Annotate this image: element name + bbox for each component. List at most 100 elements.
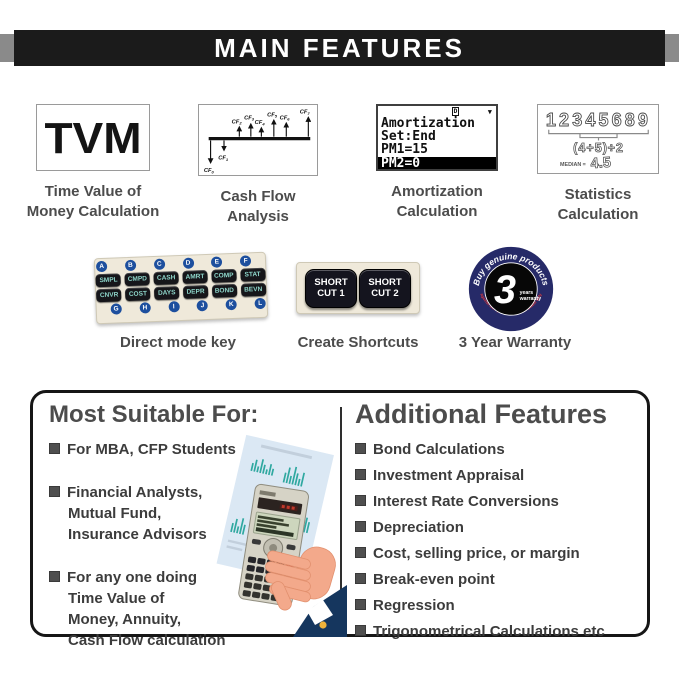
mode-key-cnvr: CNVR — [96, 288, 122, 303]
most-suitable-heading: Most Suitable For: — [49, 401, 259, 428]
list-item: Bond Calculations — [355, 439, 643, 460]
list-item: For any one doing — [49, 567, 339, 588]
bullet-square-icon — [355, 443, 366, 454]
warranty-sub1: years — [520, 290, 534, 296]
feature-cashflow: CF0 CF1 CF2 CF3 CF4 CF5 CF6 CF7 Cash Flo… — [173, 104, 343, 227]
label-3-year-warranty: 3 Year Warranty — [458, 334, 572, 351]
mode-key-smpl: SMPL — [95, 273, 122, 288]
warranty-number: 3 — [494, 268, 516, 312]
lcd-line-highlighted: PM2=0 — [378, 157, 496, 169]
bullet-square-icon — [355, 625, 366, 636]
key-letter-badge: A — [95, 260, 108, 273]
lcd-line: Amortization — [381, 116, 475, 131]
page-title: MAIN FEATURES — [214, 32, 465, 63]
list-item: Cost, selling price, or margin — [355, 543, 643, 564]
key-letter-badge: L — [254, 297, 266, 310]
key-letter-badge: I — [168, 301, 180, 313]
amortization-lcd-screen: D ▼ Amortization Set:End PM1=15 PM2=0 — [376, 104, 498, 171]
direct-mode-keypad: A SMPL CNVR G B CMPD COST H C CASH DAYS … — [93, 251, 269, 325]
svg-text:CF5: CF5 — [267, 112, 278, 118]
bullet-square-icon — [355, 521, 366, 532]
additional-features-heading: Additional Features — [355, 399, 608, 429]
statistics-diagram-icon: 12345689 (4+5)÷2 MEDIAN = 4.5 — [545, 109, 650, 172]
cashflow-box: CF0 CF1 CF2 CF3 CF4 CF5 CF6 CF7 — [198, 104, 318, 176]
mode-key-amrt: AMRT — [182, 269, 208, 284]
bullet-square-icon — [355, 547, 366, 558]
key-letter-badge: J — [196, 299, 209, 312]
hand — [265, 546, 347, 637]
bullet-square-icon — [49, 443, 60, 454]
lcd-line: PM1=15 — [381, 142, 428, 157]
header-right-cap — [665, 34, 679, 62]
calculator-in-hand-illustration — [216, 434, 347, 637]
statistics-box: 12345689 (4+5)÷2 MEDIAN = 4.5 — [537, 104, 659, 174]
mode-key-bond: BOND — [211, 283, 238, 298]
key-letter-badge: C — [153, 258, 165, 271]
warranty-badge: Buy genuine products against GST paid bi… — [468, 246, 554, 332]
key-letter-badge: E — [211, 256, 223, 268]
list-item: For MBA, CFP Students — [49, 439, 339, 460]
key-letter-badge: D — [182, 257, 194, 269]
list-item: Investment Appraisal — [355, 465, 643, 486]
feature-amortization: D ▼ Amortization Set:End PM1=15 PM2=0 Am… — [352, 104, 522, 222]
list-item: Interest Rate Conversions — [355, 491, 643, 512]
list-item: Financial Analysts, — [49, 482, 339, 503]
mode-key-stat: STAT — [239, 267, 266, 282]
list-item: Depreciation — [355, 517, 643, 538]
svg-text:12345689: 12345689 — [545, 109, 650, 129]
bullet-square-icon — [49, 486, 60, 497]
mode-key-depr: DEPR — [182, 284, 209, 299]
svg-text:CF6: CF6 — [279, 115, 290, 121]
key-letter-badge: G — [110, 303, 122, 315]
header-bar: MAIN FEATURES — [14, 30, 665, 66]
bullet-square-icon — [355, 573, 366, 584]
bullet-square-icon — [355, 469, 366, 480]
key-letter-badge: H — [139, 302, 151, 314]
svg-text:CF4: CF4 — [254, 120, 265, 126]
key-letter-badge: F — [239, 255, 252, 267]
cufflink-button — [319, 621, 327, 629]
list-item: Break-even point — [355, 569, 643, 590]
mode-key-bevn: BEVN — [240, 282, 266, 297]
bullet-square-icon — [355, 495, 366, 506]
svg-text:CF1: CF1 — [218, 155, 229, 161]
svg-text:4.5: 4.5 — [590, 154, 611, 171]
list-item: Regression — [355, 595, 643, 616]
header-left-cap — [0, 34, 14, 62]
label-direct-mode-key: Direct mode key — [120, 334, 236, 351]
lcd-degree-indicator: D — [451, 107, 460, 116]
most-suitable-section: Most Suitable For: For MBA, CFP Students… — [49, 401, 339, 651]
bullet-square-icon — [49, 571, 60, 582]
column-divider — [340, 407, 342, 620]
mode-key-days: DAYS — [154, 286, 180, 301]
list-item: Trigonometrical Calculations etc — [355, 621, 643, 642]
tvm-text: TVM — [44, 112, 142, 163]
cashflow-diagram-icon: CF0 CF1 CF2 CF3 CF4 CF5 CF6 CF7 — [203, 109, 311, 174]
warranty-sub2: warranty — [519, 296, 542, 302]
svg-text:CF2: CF2 — [231, 119, 242, 125]
additional-features-section: Additional Features Bond Calculations In… — [355, 399, 643, 647]
details-box: Most Suitable For: For MBA, CFP Students… — [30, 390, 650, 649]
svg-text:CF7: CF7 — [299, 109, 310, 115]
key-letter-badge: K — [225, 298, 238, 311]
lcd-scroll-arrow-icon: ▼ — [487, 108, 492, 116]
mode-key-comp: COMP — [211, 268, 237, 283]
mode-key-cash: CASH — [153, 271, 179, 286]
svg-text:CF0: CF0 — [203, 168, 214, 174]
svg-text:MEDIAN =: MEDIAN = — [560, 161, 586, 167]
label-create-shortcuts: Create Shortcuts — [297, 334, 419, 351]
key-letter-badge: B — [124, 259, 137, 272]
bullet-square-icon — [355, 599, 366, 610]
tvm-box: TVM — [36, 104, 150, 171]
feature-statistics: 12345689 (4+5)÷2 MEDIAN = 4.5 Statistics… — [513, 104, 679, 225]
svg-text:CF3: CF3 — [244, 115, 255, 121]
svg-text:(4+5)÷2: (4+5)÷2 — [573, 141, 624, 155]
